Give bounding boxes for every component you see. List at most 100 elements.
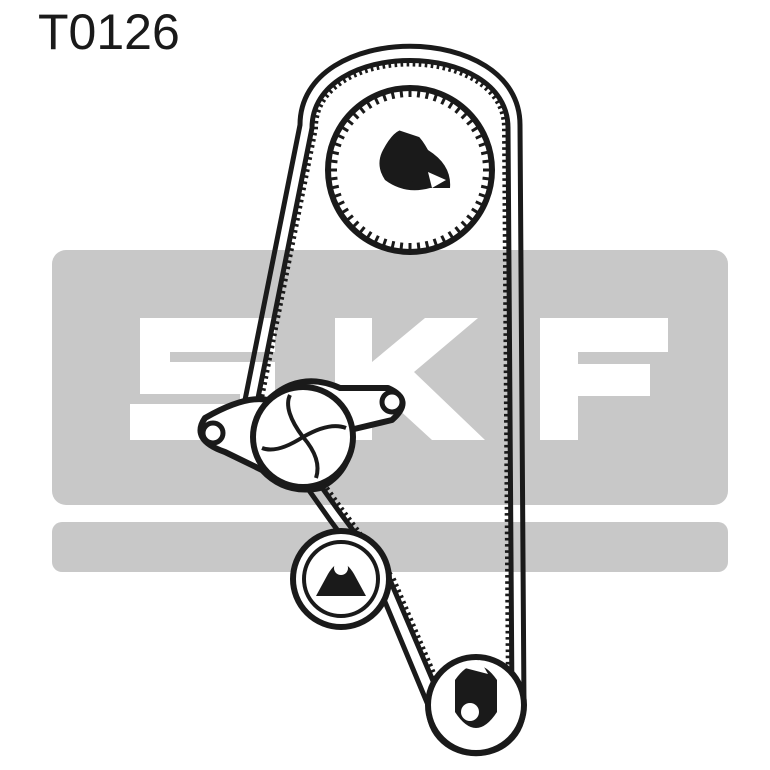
belt-tooth	[259, 387, 266, 392]
belt-tooth	[338, 506, 345, 513]
belt-tooth	[323, 486, 331, 493]
belt-tooth	[303, 168, 310, 173]
belt-tooth	[282, 271, 290, 276]
pulley-tooth	[382, 238, 388, 247]
belt-tooth	[266, 350, 274, 355]
belt-tooth	[299, 186, 307, 191]
belt-tooth	[331, 496, 338, 503]
belt-tooth	[280, 284, 287, 288]
belt-tooth	[352, 71, 358, 78]
pulley-tooth	[390, 91, 396, 100]
belt-tooth	[421, 651, 429, 657]
belt-tooth	[269, 338, 276, 343]
belt-tooth	[381, 62, 386, 69]
tensioner-pulley	[290, 528, 392, 630]
belt-tooth	[447, 65, 453, 73]
pulley-tooth	[333, 192, 342, 198]
belt-tooth	[262, 375, 269, 379]
belt-tooth	[474, 77, 481, 85]
belt-tooth	[264, 363, 271, 367]
belt-tooth	[369, 65, 374, 72]
belt-tooth	[453, 67, 458, 74]
pulley-tooth	[373, 235, 380, 243]
pulley-tooth	[337, 133, 345, 140]
belt-tooth	[260, 381, 268, 386]
belt-tooth	[397, 594, 404, 600]
belt-tooth	[345, 516, 352, 523]
belt-tooth	[319, 97, 327, 103]
belt-tooth	[327, 491, 334, 498]
belt-tooth	[464, 71, 470, 79]
belt-tooth	[394, 589, 402, 594]
pulley-tooth	[424, 240, 430, 249]
pulley-tooth	[460, 220, 468, 228]
belt-tooth	[399, 600, 407, 606]
belt-tooth	[293, 217, 301, 221]
belt-tooth	[263, 369, 270, 373]
belt-tooth	[309, 138, 316, 142]
pulley-tooth	[480, 150, 489, 156]
belt-tooth	[388, 61, 392, 68]
pulley-tooth	[330, 159, 338, 164]
belt-tooth	[424, 657, 431, 663]
pulley-tooth	[346, 118, 354, 126]
pulley-tooth	[466, 118, 474, 126]
belt-tooth	[316, 102, 324, 108]
belt-tooth	[469, 74, 475, 82]
pulley-tooth	[478, 192, 487, 198]
pulley-tooth	[366, 231, 373, 239]
pulley-tooth	[466, 214, 474, 222]
belt-tooth	[304, 162, 311, 167]
pulley-tooth	[358, 226, 366, 234]
belt-tooth	[404, 611, 412, 617]
belt-tooth	[277, 296, 285, 300]
water-pump	[197, 378, 406, 493]
belt-tooth	[286, 253, 293, 258]
belt-tooth	[426, 663, 433, 668]
pulley-tooth	[333, 142, 342, 148]
pulley-tooth	[482, 176, 490, 181]
belt-tooth	[258, 393, 265, 398]
pulley-tooth	[366, 101, 373, 109]
belt-tooth	[285, 259, 292, 264]
belt-tooth	[341, 511, 349, 518]
pulley-tooth	[416, 90, 421, 98]
belt-tooth	[459, 69, 464, 77]
belt-tooth	[494, 99, 502, 105]
belt-tooth	[409, 623, 416, 628]
belt-tooth	[296, 205, 303, 209]
belt-tooth	[283, 265, 291, 270]
belt-tooth	[290, 235, 297, 240]
belt-tooth	[307, 150, 314, 155]
belt-tooth	[327, 87, 334, 95]
belt-tooth	[287, 247, 294, 252]
pulley-tooth	[424, 91, 430, 100]
belt-tooth	[323, 92, 330, 99]
pulley-tooth	[382, 93, 388, 102]
belt-tooth	[272, 320, 280, 325]
belt-tooth	[312, 120, 319, 124]
pulley-tooth	[352, 112, 360, 120]
belt-tooth	[407, 617, 414, 623]
belt-tooth	[414, 634, 421, 640]
pulley-tooth	[346, 214, 354, 222]
pulley-tooth	[447, 101, 454, 109]
camshaft-pulley	[325, 85, 495, 255]
pulley-tooth	[475, 133, 483, 140]
pulley-tooth	[454, 226, 462, 234]
belt-tooth	[334, 501, 342, 508]
pulley-tooth	[352, 220, 360, 228]
belt-tooth	[363, 66, 369, 74]
belt-tooth	[346, 73, 352, 81]
pulley-tooth	[399, 242, 404, 250]
belt-tooth	[430, 61, 434, 69]
belt-tooth	[308, 144, 315, 148]
pulley-tooth	[358, 106, 366, 114]
belt-tooth	[394, 61, 398, 68]
belt-tooth	[442, 64, 447, 71]
belt-tooth	[483, 85, 490, 92]
belt-tooth	[392, 583, 399, 589]
belt-tooth	[419, 646, 426, 651]
pulley-tooth	[480, 184, 489, 190]
